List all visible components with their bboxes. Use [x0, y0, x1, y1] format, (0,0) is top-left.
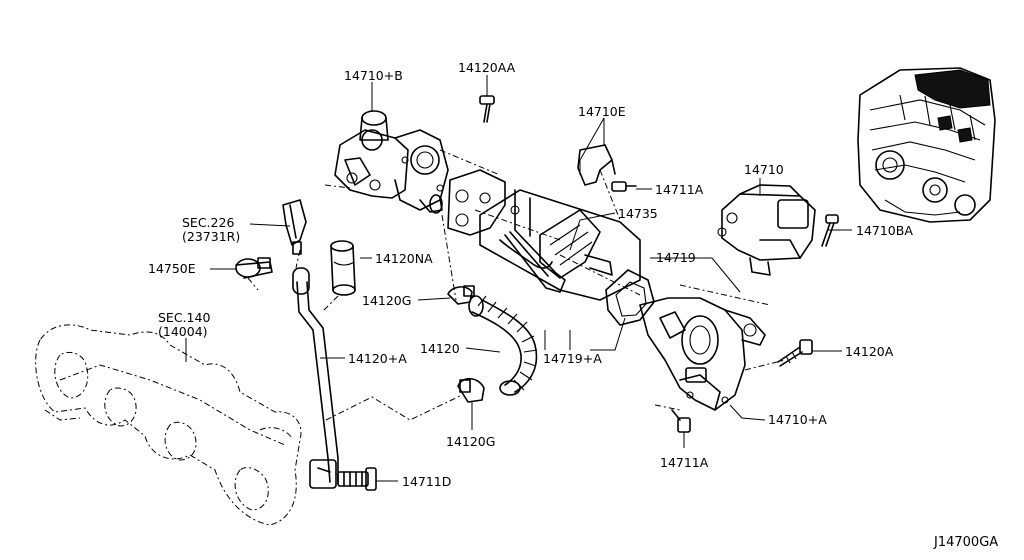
- label-14120: 14120: [420, 341, 460, 356]
- label-sec-226: SEC.226: [182, 215, 234, 230]
- egr-valve-14710-b: [334, 110, 449, 214]
- exhaust-manifold: [35, 324, 302, 526]
- part-labels: 14710+B 14120AA 14710E 14711A 14735 1471…: [148, 60, 998, 550]
- bolt-14120aa: [479, 95, 495, 123]
- temperature-sensor-23731r: [282, 199, 307, 255]
- egr-cooler-14735: [447, 169, 641, 301]
- label-14711a-bottom: 14711A: [660, 455, 709, 470]
- label-14735: 14735: [618, 206, 658, 221]
- label-23731r: (23731R): [182, 229, 240, 244]
- engine-illustration: [857, 67, 996, 223]
- label-14120g-bottom: 14120G: [446, 434, 495, 449]
- flex-hose-14120: [468, 295, 538, 396]
- gasket-14719: [605, 269, 655, 326]
- bolt-14711a-bottom: [671, 409, 691, 433]
- bolt-14120a: [777, 339, 813, 367]
- label-sec-140: SEC.140: [158, 310, 210, 325]
- label-14120-a-left: 14120+A: [348, 351, 407, 366]
- label-14120g-top: 14120G: [362, 293, 411, 308]
- label-14120a-right: 14120A: [845, 344, 894, 359]
- hose-14120na: [330, 240, 356, 296]
- egr-valve-14710: [717, 184, 816, 276]
- label-14711d: 14711D: [402, 474, 451, 489]
- label-14120aa: 14120AA: [458, 60, 516, 75]
- egr-tube-14120-a: [292, 267, 339, 489]
- clamp-14120g-top: [447, 285, 475, 305]
- bolt-14711d: [337, 467, 377, 491]
- label-14710: 14710: [744, 162, 784, 177]
- label-14710e: 14710E: [578, 104, 626, 119]
- label-14750e: 14750E: [148, 261, 196, 276]
- label-14719-a: 14719+A: [543, 351, 602, 366]
- egr-valve-14710-a: [639, 297, 766, 411]
- label-14710ba: 14710BA: [856, 223, 913, 238]
- label-14710-a: 14710+A: [768, 412, 827, 427]
- bolt-14711a-top: [611, 181, 637, 192]
- clamp-14120g-bottom: [457, 377, 485, 403]
- label-14719: 14719: [656, 250, 696, 265]
- label-14710-b: 14710+B: [344, 68, 403, 83]
- bolt-14710ba: [821, 214, 839, 247]
- leader-lines: [185, 75, 852, 482]
- diagram-code: J14700GA: [933, 535, 998, 550]
- label-14120na: 14120NA: [375, 251, 433, 266]
- label-14004: (14004): [158, 324, 208, 339]
- clamp-14750e: [235, 257, 273, 279]
- bracket-14710e: [577, 144, 616, 186]
- label-14711a-top: 14711A: [655, 182, 704, 197]
- alignment-lines: [247, 149, 786, 421]
